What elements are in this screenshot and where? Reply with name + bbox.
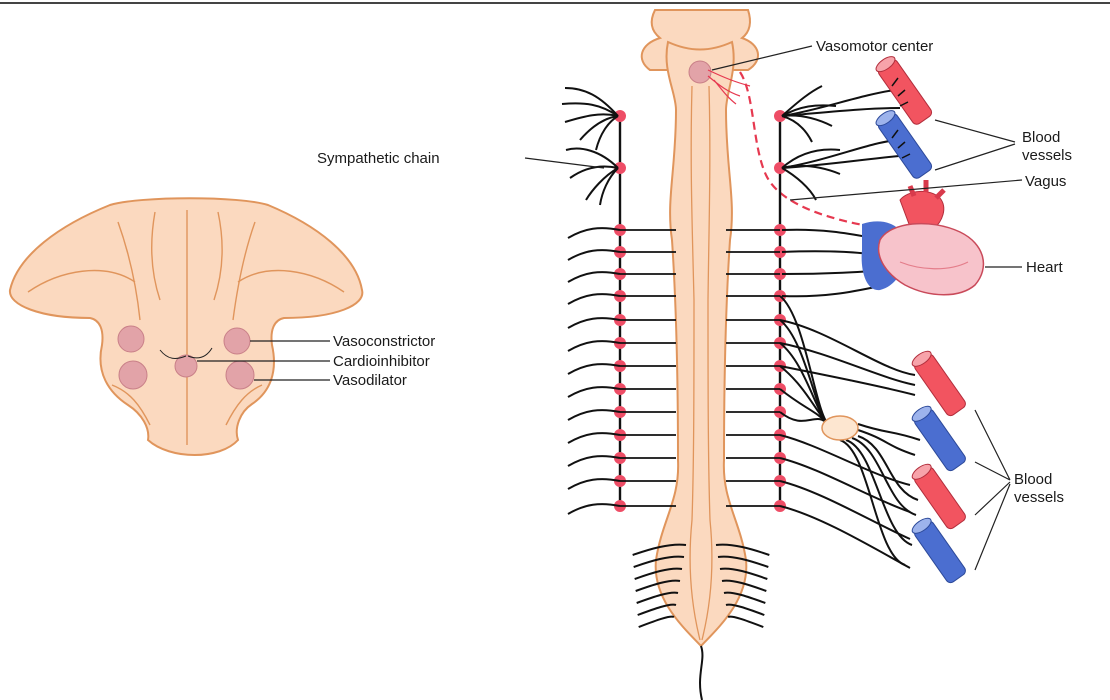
prevertebral-ganglion: [822, 416, 858, 440]
spinal-nerve-left: [568, 364, 620, 374]
spinal-nerve-left: [568, 228, 620, 238]
vasomotor-center-node: [689, 61, 711, 83]
spinal-nerve-left: [568, 250, 620, 260]
heart-label: Heart: [1026, 259, 1064, 276]
nerve-fan: [782, 115, 832, 126]
nerve-fan: [782, 168, 816, 200]
lower-vessel-plexus: [780, 296, 967, 585]
cauda-root-right: [728, 617, 763, 627]
blood-vessels-top-label-line1: Blood: [1022, 129, 1060, 146]
spinal-nerve-left: [568, 433, 620, 443]
nerve-fan: [566, 149, 618, 168]
blood-vessels-top-label-line2: vessels: [1022, 147, 1072, 164]
nerve-fan: [782, 116, 812, 142]
vagus-label: Vagus: [1025, 173, 1066, 190]
spinal-nerve-left: [568, 410, 620, 420]
vasoconstrictor-label: Vasoconstrictor: [333, 333, 435, 350]
plexus-nerve: [780, 458, 910, 512]
top-blood-vessels: [874, 54, 934, 180]
vessel-nerve: [782, 140, 898, 168]
bottom-vessels-leader: [975, 410, 1010, 570]
spinal-nerve-left: [568, 294, 620, 304]
vein-lower-1: [910, 403, 968, 472]
cauda-root-left: [639, 617, 674, 627]
plexus-nerve: [858, 424, 920, 440]
heart-body: [879, 224, 984, 295]
plexus-nerve: [780, 506, 910, 568]
vagus-nerve: [740, 72, 880, 228]
vein-lower-2: [910, 515, 968, 584]
blood-vessels-bottom-label-line2: vessels: [1014, 489, 1064, 506]
vessel-nerve: [782, 155, 910, 168]
vasoconstrictor-nucleus-left: [118, 326, 144, 352]
artery-lower-2: [910, 461, 968, 530]
spinal-nerve-left: [568, 318, 620, 328]
spinal-nerve-left: [568, 272, 620, 282]
brainstem: Vasoconstrictor Cardioinhibitor Vasodila…: [10, 198, 435, 455]
vasomotor-center-label: Vasomotor center: [816, 38, 933, 55]
top-vessels-leader: [935, 120, 1015, 170]
spinal-cord: [633, 10, 770, 700]
sympathetic-chain-leader: [525, 158, 604, 168]
plexus-nerve: [858, 436, 918, 500]
spinal-nerve-left: [568, 479, 620, 489]
spinal-nerve-left: [568, 387, 620, 397]
vasodilator-label: Vasodilator: [333, 372, 407, 389]
cardioinhibitor-label: Cardioinhibitor: [333, 353, 430, 370]
vasodilator-nucleus-right: [226, 361, 254, 389]
vasodilator-nucleus-left: [119, 361, 147, 389]
right-spinal-nerves: [726, 230, 780, 506]
blood-vessels-bottom-label-line1: Blood: [1014, 471, 1052, 488]
spinal-nerve-left: [568, 456, 620, 466]
brainstem-outline: [10, 198, 362, 455]
plexus-nerve: [858, 430, 915, 455]
artery-lower-1: [910, 348, 968, 417]
spinal-nerve-left: [568, 504, 620, 514]
spinal-cord-body: [656, 42, 747, 646]
nerve-fan: [596, 116, 618, 150]
filum-terminale: [700, 646, 702, 700]
vasoconstrictor-nucleus-right: [224, 328, 250, 354]
sympathetic-chain-label: Sympathetic chain: [317, 150, 440, 167]
spinal-nerve-left: [568, 341, 620, 351]
